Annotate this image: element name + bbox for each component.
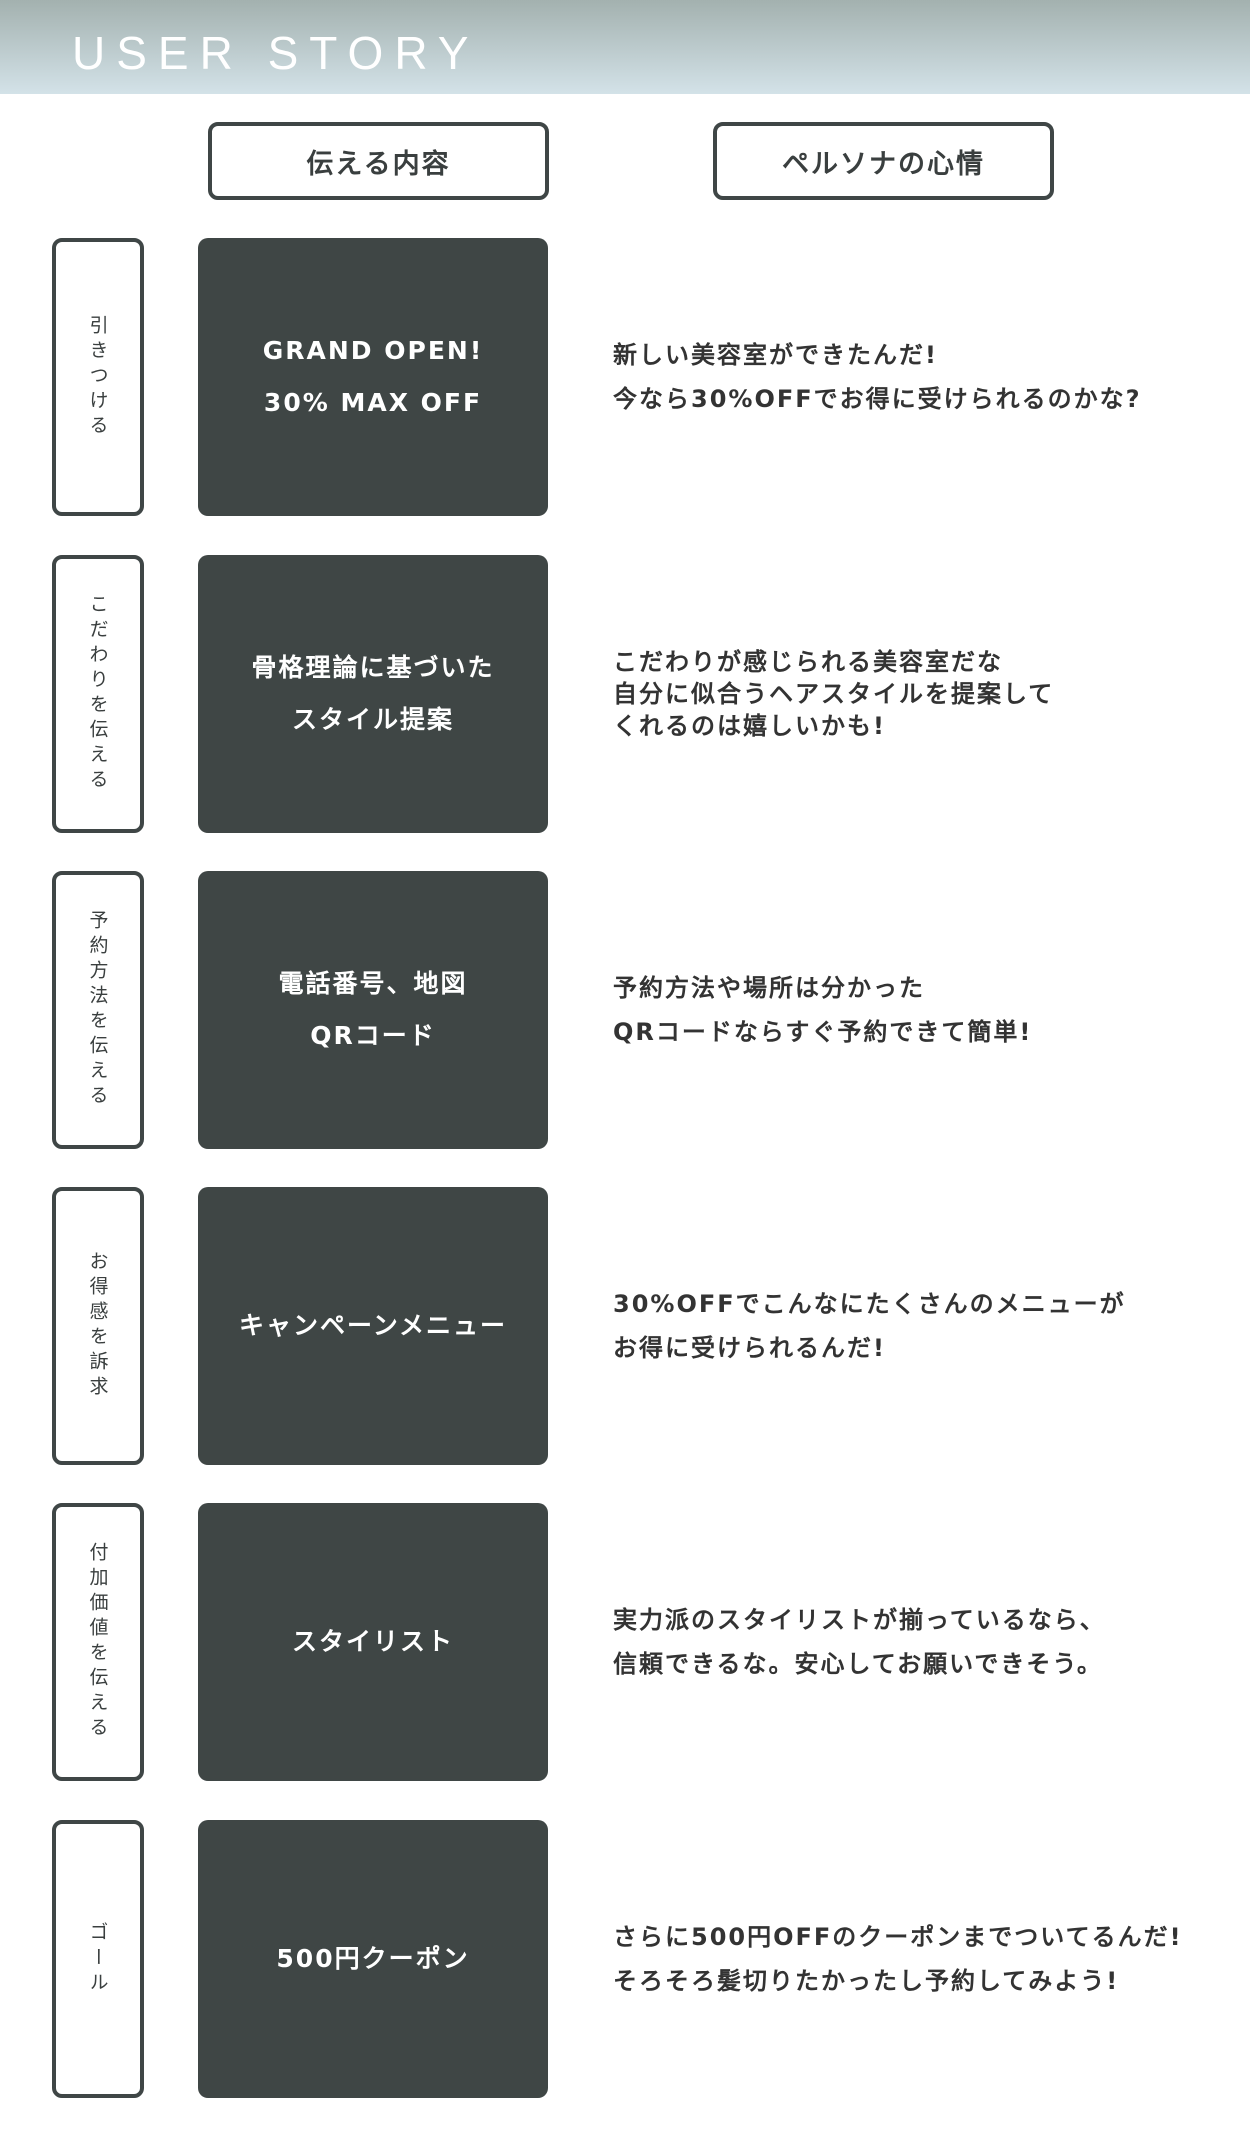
stage-label-text: 引きつける [86,314,109,440]
content-card: 電話番号、地図 QRコード [198,871,548,1149]
persona-feeling: 予約方法や場所は分かった QRコードならすぐ予約できて簡単! [613,871,1032,1149]
persona-feeling: 30%OFFでこんなにたくさんのメニューがお得に受けられるんだ! [613,1187,1126,1465]
persona-line: くれるのは嬉しいかも! [613,712,886,740]
stage-label: お得感を訴求 [52,1187,144,1465]
persona-feeling: 実力派のスタイリストが揃っているなら、信頼できるな。安心してお願いできそう。 [613,1503,1106,1781]
content-card: キャンペーンメニュー [198,1187,548,1465]
stage-label-text: ゴール [86,1921,109,1997]
persona-line: こだわりが感じられる美容室だな [613,648,1003,676]
column-header-content: 伝える内容 [208,122,549,200]
stage-label-text: こだわりを伝える [86,594,109,794]
header-banner: USER STORY [0,0,1250,94]
stage-label: 付加価値を伝える [52,1503,144,1781]
column-header-persona: ペルソナの心情 [713,122,1054,200]
content-line: QRコード [310,1021,436,1050]
persona-line: 自分に似合うヘアスタイルを提案して [613,680,1055,708]
content-line: 30% MAX OFF [263,388,483,417]
content-card: 500円クーポン [198,1820,548,2098]
persona-feeling: さらに500円OFFのクーポンまでついてるんだ! そろそろ髪切りたかったし予約して… [613,1820,1183,2098]
persona-line: お得に受けられるんだ! [613,1334,886,1362]
content-card: 骨格理論に基づいたスタイル提案 [198,555,548,833]
stage-label: ゴール [52,1820,144,2098]
stage-label-text: 予約方法を伝える [86,910,109,1110]
persona-feeling: 新しい美容室ができたんだ! 今なら30%OFFでお得に受けられるのかな? [613,238,1142,516]
stage-label: 引きつける [52,238,144,516]
persona-line: 実力派のスタイリストが揃っているなら、 [613,1606,1106,1634]
story-row: こだわりを伝える骨格理論に基づいたスタイル提案こだわりが感じられる美容室だな自分… [0,555,1250,833]
content-line: スタイル提案 [291,705,454,734]
content-card: スタイリスト [198,1503,548,1781]
persona-feeling: こだわりが感じられる美容室だな自分に似合うヘアスタイルを提案してくれるのは嬉しい… [613,555,1054,833]
story-row: 付加価値を伝える スタイリスト 実力派のスタイリストが揃っているなら、信頼できるな。… [0,1503,1250,1781]
persona-line: 今なら30%OFFでお得に受けられるのかな? [613,385,1142,413]
persona-line: QRコードならすぐ予約できて簡単! [613,1018,1033,1046]
content-line: スタイリスト [291,1627,454,1656]
persona-line: 新しい美容室ができたんだ! [613,341,938,369]
persona-line: さらに500円OFFのクーポンまでついてるんだ! [613,1923,1183,1951]
persona-line: 信頼できるな。安心してお願いできそう。 [613,1650,1103,1678]
content-line: 電話番号、地図 [278,969,468,998]
stage-label: 予約方法を伝える [52,871,144,1149]
story-row: 引きつける GRAND OPEN! 30% MAX OFF 新しい美容室ができたんだ!… [0,238,1250,516]
content-line: GRAND OPEN! [262,336,484,365]
stage-label-text: 付加価値を伝える [86,1542,109,1742]
content-card: GRAND OPEN! 30% MAX OFF [198,238,548,516]
persona-line: 予約方法や場所は分かった [613,974,925,1002]
persona-line: そろそろ髪切りたかったし予約してみよう! [613,1967,1120,1995]
content-line: 500円クーポン [276,1944,470,1973]
page-title: USER STORY [72,27,480,79]
story-row: 予約方法を伝える 電話番号、地図 QRコード 予約方法や場所は分かった QRコードならす… [0,871,1250,1149]
story-row: ゴール 500円クーポン さらに500円OFFのクーポンまでついてるんだ! そろそろ髪… [0,1820,1250,2098]
stage-label: こだわりを伝える [52,555,144,833]
content-line: キャンペーンメニュー [238,1311,507,1340]
content-line: 骨格理論に基づいた [251,653,495,682]
story-row: お得感を訴求 キャンペーンメニュー 30%OFFでこんなにたくさんのメニューがお得に… [0,1187,1250,1465]
stage-label-text: お得感を訴求 [86,1251,109,1401]
persona-line: 30%OFFでこんなにたくさんのメニューが [613,1290,1126,1318]
